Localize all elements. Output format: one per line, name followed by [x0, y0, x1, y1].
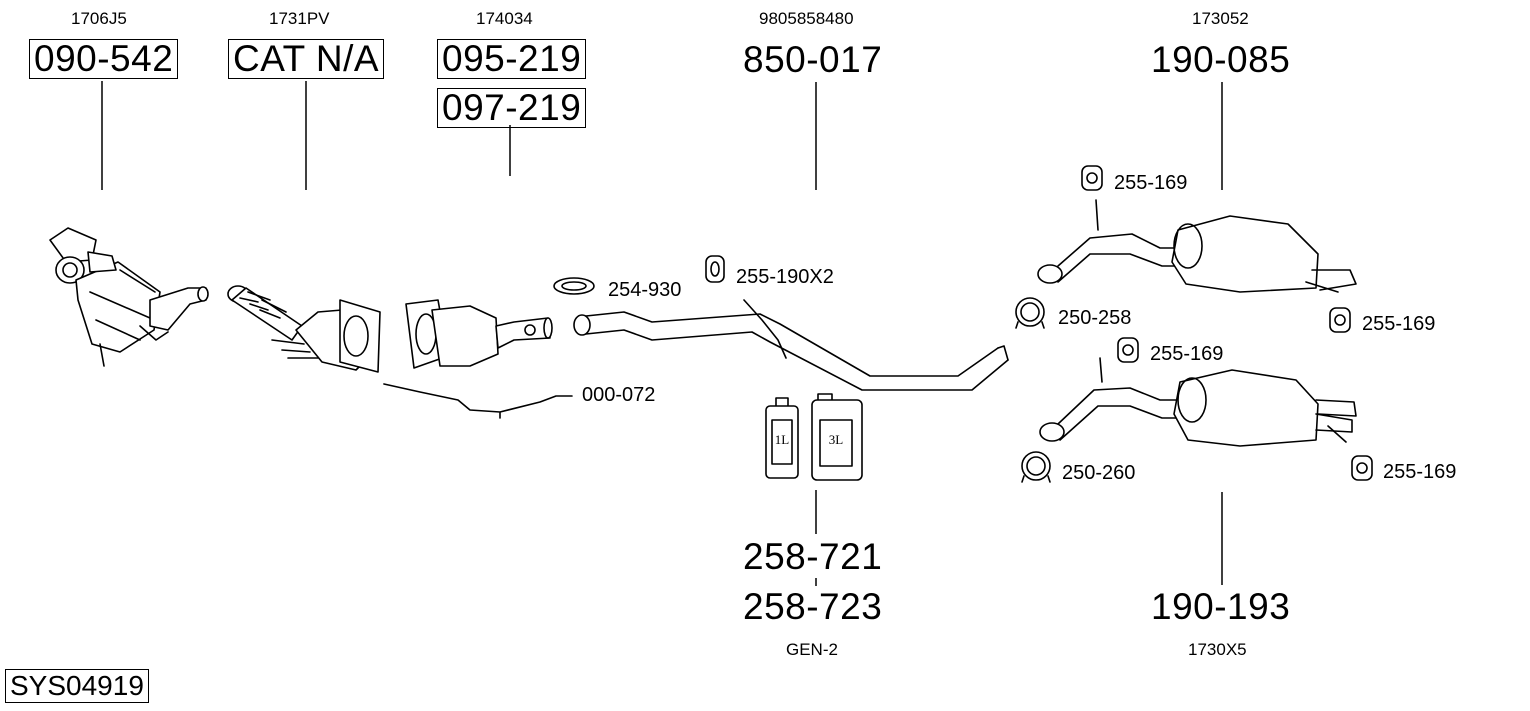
- rubber-mount-icon: [1081, 165, 1103, 191]
- part-number-850-017[interactable]: 850-017: [743, 39, 883, 80]
- accessory-label-255-169[interactable]: 255-169: [1383, 461, 1457, 483]
- flex-pipe-catalyst-part: [227, 285, 381, 373]
- accessory-label-255-169[interactable]: 255-169: [1362, 313, 1436, 335]
- ref-label: 1731PV: [269, 9, 330, 28]
- hanger-icon: [705, 255, 725, 283]
- accessory-label-255-190x2[interactable]: 255-190X2: [736, 266, 834, 288]
- clamp-icon: [553, 277, 595, 295]
- canister-large-label: 3L: [828, 432, 844, 447]
- middle-pipe-part: [573, 299, 1009, 391]
- part-number-190-193[interactable]: 190-193: [1151, 586, 1291, 627]
- rear-muffler-lower: [1039, 357, 1357, 447]
- part-number-095-219[interactable]: 095-219: [437, 39, 587, 79]
- system-id-badge: SYS04919: [5, 669, 149, 703]
- part-number-090-542[interactable]: 090-542: [29, 39, 179, 79]
- part-number-097-219[interactable]: 097-219: [437, 88, 587, 128]
- rubber-mount-icon: [1351, 455, 1373, 481]
- accessory-label-255-169[interactable]: 255-169: [1150, 343, 1224, 365]
- ref-label: GEN-2: [786, 640, 838, 659]
- canister-small-label: 1L: [774, 432, 790, 447]
- ref-label: 173052: [1192, 9, 1249, 28]
- part-number-258-721[interactable]: 258-721: [743, 536, 883, 577]
- ref-label: 174034: [476, 9, 533, 28]
- ref-label: 9805858480: [759, 9, 854, 28]
- accessory-label-250-260[interactable]: 250-260: [1062, 462, 1136, 484]
- rear-muffler-upper: [1037, 199, 1357, 293]
- accessory-label-254-930[interactable]: 254-930: [608, 279, 682, 301]
- accessory-label-255-169[interactable]: 255-169: [1114, 172, 1188, 194]
- clamp-icon: [1015, 297, 1045, 329]
- manifold-catalyst-part: [49, 227, 209, 367]
- part-number-258-723[interactable]: 258-723: [743, 586, 883, 627]
- fluid-canister-small: [765, 397, 799, 479]
- dpf-part: [405, 299, 553, 369]
- clamp-icon: [1021, 451, 1051, 483]
- part-number-cat-na[interactable]: CAT N/A: [228, 39, 385, 79]
- ref-label: 1730X5: [1188, 640, 1247, 659]
- rubber-mount-icon: [1117, 337, 1139, 363]
- ref-label: 1706J5: [71, 9, 127, 28]
- accessory-label-000-072[interactable]: 000-072: [582, 384, 656, 406]
- part-number-190-085[interactable]: 190-085: [1151, 39, 1291, 80]
- fluid-canister-large: [811, 393, 863, 481]
- sensor-part: [383, 383, 573, 419]
- rubber-mount-icon: [1329, 307, 1351, 333]
- accessory-label-250-258[interactable]: 250-258: [1058, 307, 1132, 329]
